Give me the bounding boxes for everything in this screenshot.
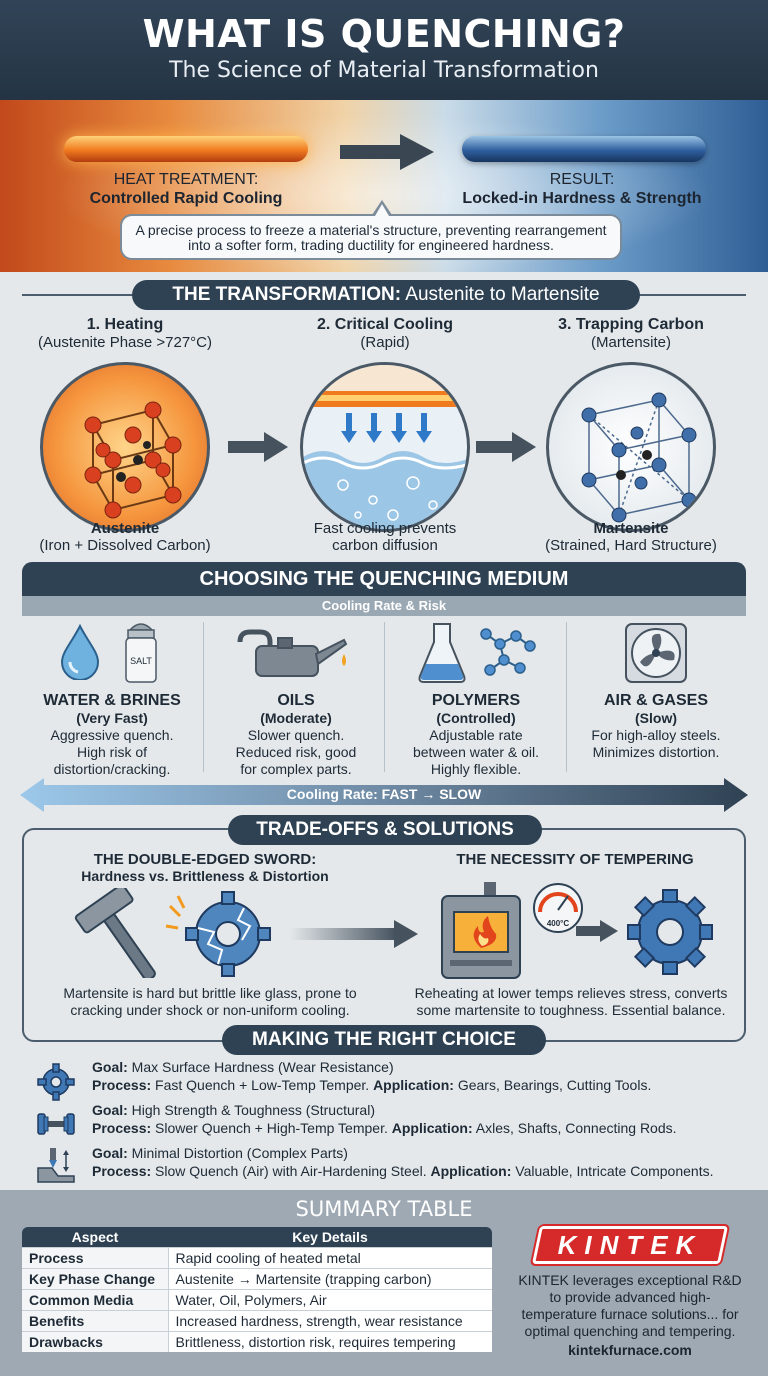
summary-title: SUMMARY TABLE <box>295 1197 473 1221</box>
flow-arrow-icon <box>228 432 288 462</box>
medium-air: AIR & GASES (Slow) For high-alloy steels… <box>566 620 746 761</box>
page-subtitle: The Science of Material Transformation <box>169 58 599 83</box>
austenite-lattice-icon <box>40 362 210 532</box>
medium-subheading: Cooling Rate & Risk <box>22 596 746 616</box>
page-title: WHAT IS QUENCHING? <box>142 12 626 56</box>
table-header: Aspect <box>22 1227 168 1247</box>
martensite-caption: Martensite(Strained, Hard Structure) <box>545 520 717 554</box>
gauge-temp-label: 400°C <box>547 919 570 928</box>
martensite-lattice-icon <box>546 362 716 532</box>
step-heating-title: 1. Heating(Austenite Phase >727°C) <box>37 316 213 351</box>
double-edged-heading: THE DOUBLE-EDGED SWORD: Hardness vs. Bri… <box>81 851 329 884</box>
definition-callout: A precise process to freeze a material's… <box>120 214 622 260</box>
choice-item: Goal: Minimal Distortion (Complex Parts)… <box>92 1145 714 1179</box>
medium-oils: OILS (Moderate) Slower quench. Reduced r… <box>206 620 386 777</box>
oil-can-icon <box>237 629 348 677</box>
heat-treatment-label: HEAT TREATMENT: Controlled Rapid Cooling <box>89 171 283 207</box>
choice-heading: MAKING THE RIGHT CHOICE <box>222 1025 546 1055</box>
cooled-rod-image <box>462 136 706 162</box>
hero-banner: HEAT TREATMENT: Controlled Rapid Cooling… <box>0 100 768 272</box>
gear-icon <box>37 1063 75 1101</box>
cooling-rate-label: Cooling Rate: FAST → SLOW <box>286 786 482 802</box>
right-arrow-icon <box>340 134 434 170</box>
quench-bath-icon <box>300 362 470 532</box>
step-cooling-title: 2. Critical Cooling(Rapid) <box>316 316 453 351</box>
flask-molecule-icon <box>418 623 536 683</box>
fan-icon <box>625 623 687 683</box>
kintek-logo: KINTEK <box>531 1226 729 1264</box>
medium-polymers: POLYMERS (Controlled) Adjustable rate be… <box>386 620 566 777</box>
choice-item: Goal: Max Surface Hardness (Wear Resista… <box>92 1059 652 1093</box>
precision-part-icon <box>37 1148 75 1183</box>
step-trapping-title: 3. Trapping Carbon(Martensite) <box>558 316 704 351</box>
tradeoffs-heading: TRADE-OFFS & SOLUTIONS <box>228 815 542 845</box>
tempering-heading: THE NECESSITY OF TEMPERING <box>456 851 694 868</box>
transformation-heading: THE TRANSFORMATION: Austenite to Martens… <box>132 280 640 310</box>
austenite-caption: Austenite(Iron + Dissolved Carbon) <box>39 520 211 554</box>
long-right-arrow-icon <box>290 920 418 948</box>
salt-shaker-icon: SALT <box>125 623 157 683</box>
dumbbell-icon <box>37 1113 75 1135</box>
furnace-tempering-icon: 400°C <box>441 882 713 979</box>
header: WHAT IS QUENCHING? The Science of Materi… <box>0 0 768 100</box>
table-header: Key Details <box>168 1227 492 1247</box>
brittleness-description: Martensite is hard but brittle like glas… <box>63 985 357 1018</box>
hot-rod-image <box>64 136 308 162</box>
medium-heading: CHOOSING THE QUENCHING MEDIUM <box>22 562 746 596</box>
flow-arrow-icon <box>476 432 536 462</box>
result-label: RESULT: Locked-in Hardness & Strength <box>462 171 702 207</box>
salt-label: SALT <box>130 656 152 666</box>
hammer-cracked-gear-icon <box>74 888 271 978</box>
medium-water: SALT WATER & BRINES (Very Fast) Aggressi… <box>22 620 202 777</box>
choice-item: Goal: High Strength & Toughness (Structu… <box>92 1102 677 1136</box>
cooling-rate-arrow <box>20 778 748 812</box>
tempering-description: Reheating at lower temps relieves stress… <box>414 985 728 1018</box>
water-drop-icon <box>60 624 100 680</box>
brand-url-link[interactable]: kintekfurnace.com <box>568 1342 692 1358</box>
